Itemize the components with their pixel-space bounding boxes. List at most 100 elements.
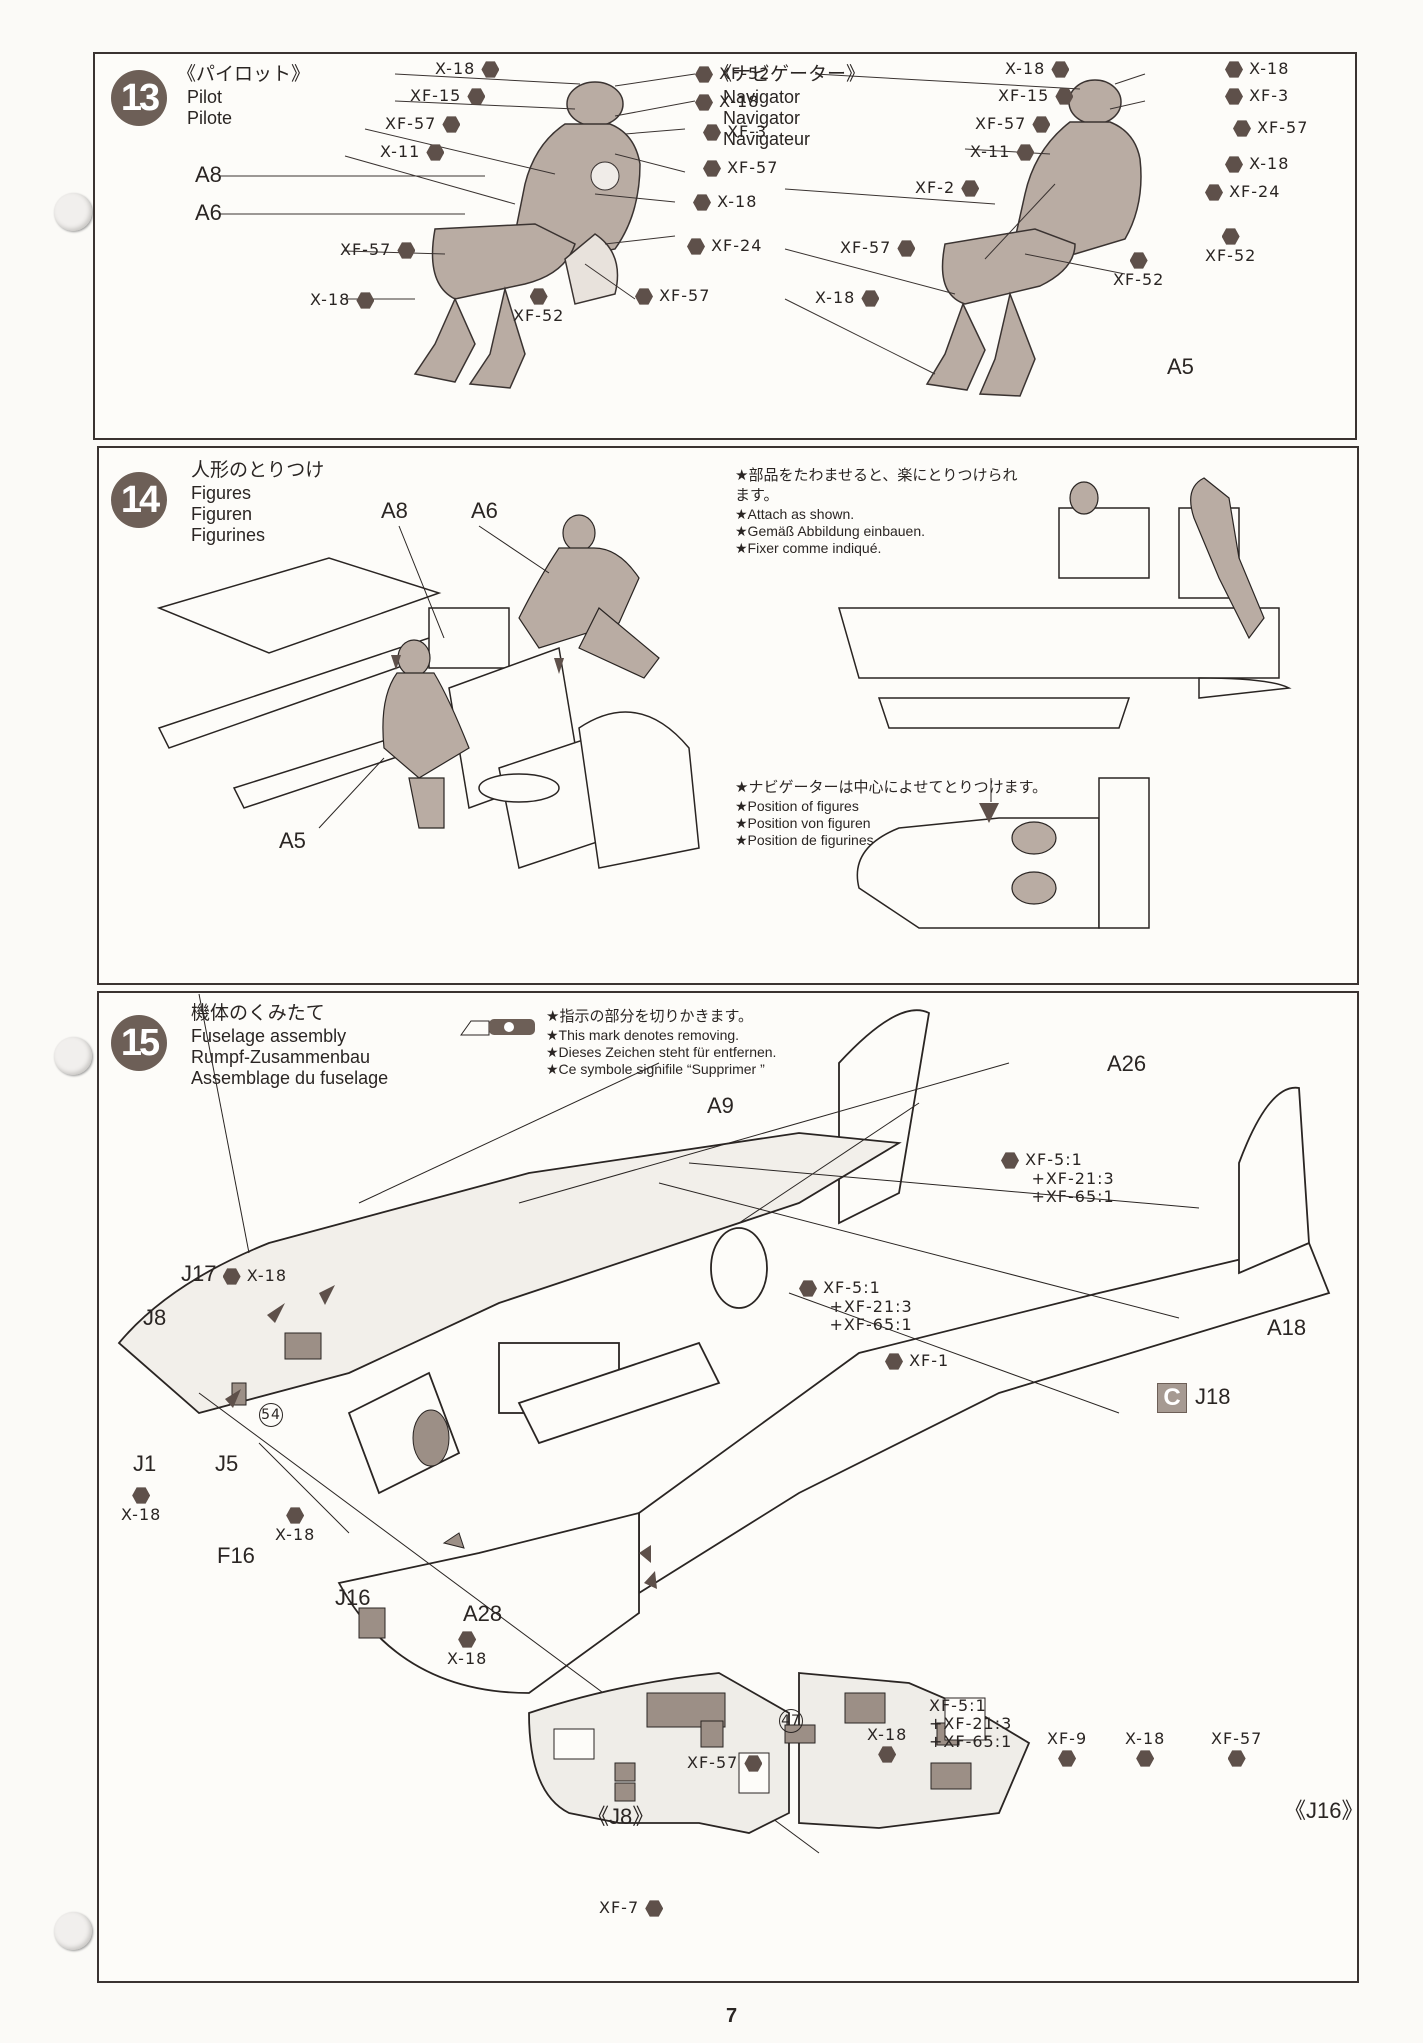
title-jp: 機体のくみたて xyxy=(191,1003,325,1024)
note-de: ★Dieses Zeichen steht für entfernen. xyxy=(546,1044,777,1060)
detail-paint-xf7: XF-7 xyxy=(599,1898,664,1918)
paint-callout: XF-3 xyxy=(1225,86,1289,106)
pilot-figure-illustration xyxy=(220,73,1146,397)
paint-pot-icon xyxy=(695,94,713,111)
title-en: Navigator xyxy=(723,87,801,107)
paint-callout: XF-57 xyxy=(385,114,461,134)
paint-callout: X-11 xyxy=(970,142,1035,162)
part-label-a28: A28 xyxy=(463,1601,503,1626)
title-de: Figuren xyxy=(191,504,253,524)
paint-callout: XF-57 xyxy=(635,286,710,306)
binder-hole xyxy=(54,1912,92,1950)
note-en: ★Attach as shown. xyxy=(735,506,855,522)
paint-callout: XF-24 xyxy=(687,236,762,256)
paint-pot-icon xyxy=(703,160,721,177)
note-fr: ★Position de figurines xyxy=(735,832,874,848)
paint-pot-icon xyxy=(442,116,461,133)
detail-paint-x18b: X-18 xyxy=(1125,1729,1165,1768)
note-en: ★Position of figures xyxy=(735,798,859,814)
part-label-a8: A8 xyxy=(381,498,408,523)
paint-callout: XF-15 xyxy=(998,86,1074,106)
remove-mark-icon xyxy=(460,1019,535,1036)
paint-pot-icon xyxy=(885,1353,903,1370)
paint-callout: XF-52 xyxy=(695,64,770,84)
paint-pot-icon xyxy=(693,194,711,211)
paint-pot-icon xyxy=(687,238,705,255)
paint-pot-icon xyxy=(897,240,916,257)
step-number-badge: 14 xyxy=(111,472,167,528)
ref-step-54: 54 xyxy=(259,1403,283,1427)
paint-pot-icon xyxy=(703,124,721,141)
note-fr: ★Ce symbole signifile “Supprimer ” xyxy=(546,1061,765,1077)
paint-callout: X-18 xyxy=(1225,154,1289,174)
part-label-j1: J1 xyxy=(133,1451,157,1476)
position-note: ★ナビゲーターは中心によせてとりつけます。 ★Position of figur… xyxy=(735,778,1047,849)
paint-pot-icon xyxy=(1058,1750,1077,1767)
paint-callout: X-18 xyxy=(815,288,880,308)
paint-callout: X-18 xyxy=(1225,59,1289,79)
page-number: 7 xyxy=(726,2005,738,2027)
paint-pot-icon xyxy=(1032,116,1051,133)
part-label-a26: A26 xyxy=(1107,1051,1147,1076)
paint-pot-icon xyxy=(481,61,500,78)
paint-callout: XF-57 xyxy=(1233,118,1308,138)
title-jp: 人形のとりつけ xyxy=(191,460,325,481)
paint-callout: XF-24 xyxy=(1205,182,1280,202)
title-de: Navigator xyxy=(723,108,801,128)
paint-pot-icon xyxy=(1225,156,1243,173)
paint-pot-icon xyxy=(1001,1152,1019,1169)
paint-pot-icon xyxy=(1016,144,1035,161)
paint-pot-icon xyxy=(1205,184,1223,201)
part-label-j16: J16 xyxy=(335,1585,371,1610)
note-jp: ★部品をたわませると、楽にとりつけられます。 xyxy=(735,467,1018,504)
paint-pot-icon xyxy=(1225,88,1243,105)
detail-label-j8: 《J8》 xyxy=(587,1804,655,1829)
paint-pot-icon xyxy=(222,1268,241,1285)
title-jp: 《ナビゲーター》 xyxy=(713,64,866,85)
part-label-a8: A8 xyxy=(195,162,222,187)
paint-callout: XF-57 xyxy=(703,158,778,178)
note-de: ★Gemäß Abbildung einbauen. xyxy=(735,523,926,539)
step-number-badge: 13 xyxy=(111,70,167,126)
paint-callout: XF-52 xyxy=(513,286,564,325)
paint-callout-a28: X-18 xyxy=(447,1629,487,1668)
sprue-c-badge: C xyxy=(1157,1383,1187,1413)
paint-pot-icon xyxy=(1129,252,1148,269)
part-label-j8: J8 xyxy=(143,1305,167,1330)
fuselage-assembly-illustration xyxy=(117,993,1331,1854)
note-jp: ★ナビゲーターは中心によせてとりつけます。 xyxy=(735,779,1048,796)
paint-callout: X-11 xyxy=(380,142,445,162)
paint-callout: XF-57 xyxy=(840,238,916,258)
paint-pot-icon xyxy=(878,1746,897,1763)
detail-paint-x18: X-18 xyxy=(867,1725,907,1764)
ref-step-47: 47 xyxy=(779,1709,803,1733)
paint-callout-xf1: XF-1 xyxy=(885,1351,949,1371)
paint-pot-icon xyxy=(426,144,445,161)
part-label-a6: A6 xyxy=(471,498,498,523)
paint-pot-icon xyxy=(1136,1750,1155,1767)
step-number-badge: 15 xyxy=(111,1015,167,1071)
step-14-panel: 14 人形のとりつけ Figures Figuren Figurines xyxy=(97,446,1359,985)
detail-paint-xf9: XF-9 xyxy=(1047,1729,1087,1768)
paint-pot-icon xyxy=(744,1755,763,1772)
part-label-a18: A18 xyxy=(1267,1315,1307,1340)
detail-paint-mix: XF-5:1+XF-21:3+XF-65:1 xyxy=(929,1696,1013,1751)
binder-hole xyxy=(54,1037,92,1075)
detail-paint-xf57b: XF-57 xyxy=(1211,1729,1262,1768)
title-fr: Pilote xyxy=(187,108,233,128)
title-en: Figures xyxy=(191,483,252,503)
part-label-a5: A5 xyxy=(279,828,306,853)
paint-callout: XF-52 xyxy=(1113,250,1164,289)
navigator-title: 《ナビゲーター》 Navigator Navigator Navigateur xyxy=(713,64,865,150)
paint-mix-a26: XF-5:1 +XF-21:3 +XF-65:1 xyxy=(1001,1151,1115,1206)
part-label-j17: J17 X-18 xyxy=(181,1261,287,1286)
paint-callout: XF-3 xyxy=(703,122,767,142)
title-fr: Assemblage du fuselage xyxy=(191,1068,389,1088)
paint-pot-icon xyxy=(397,242,416,259)
note-fr: ★Fixer comme indiqué. xyxy=(735,540,882,556)
paint-callout: X-18 xyxy=(695,92,759,112)
title-de: Rumpf-Zusammenbau xyxy=(191,1047,371,1067)
title-fr: Figurines xyxy=(191,525,266,545)
part-label-a9: A9 xyxy=(707,1093,734,1118)
